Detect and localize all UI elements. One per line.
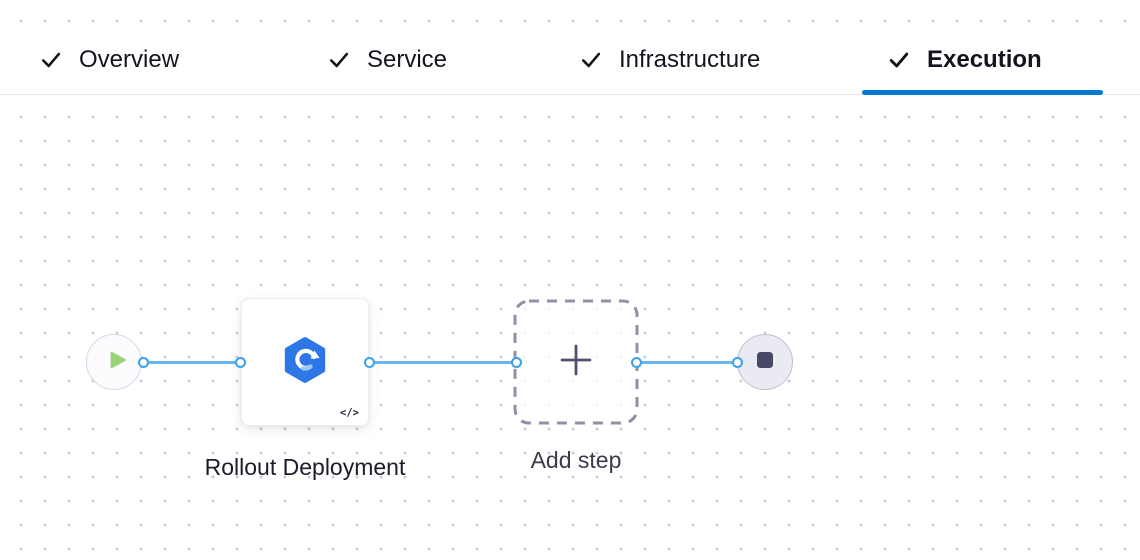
step-node-label: Rollout Deployment: [204, 454, 406, 480]
step-node-out-port[interactable]: [363, 356, 375, 368]
add-step-out-port[interactable]: [630, 356, 642, 368]
stage-tab-bar: Overview Service Infrastructure Executio…: [0, 26, 1140, 95]
active-tab-indicator: [862, 90, 1103, 95]
edge-connector: [143, 360, 240, 364]
check-icon: [40, 49, 62, 71]
tab-overview[interactable]: Overview: [40, 26, 179, 94]
check-icon: [328, 49, 350, 71]
tab-service[interactable]: Service: [328, 26, 447, 94]
tab-label: Execution: [927, 46, 1042, 73]
tab-label: Service: [367, 46, 448, 73]
end-node: [737, 334, 793, 390]
start-node-out-port[interactable]: [137, 356, 149, 368]
step-node-in-port[interactable]: [234, 356, 246, 368]
tab-label: Overview: [79, 46, 180, 73]
edge-connector: [369, 360, 516, 364]
edge-connector: [636, 360, 737, 364]
stop-icon: [756, 351, 774, 374]
step-node-rollout-deployment[interactable]: </>: [241, 298, 369, 426]
start-node: [86, 334, 142, 390]
end-node-in-port[interactable]: [731, 356, 743, 368]
play-icon: [99, 347, 129, 378]
code-icon[interactable]: </>: [340, 407, 359, 419]
check-icon: [580, 49, 602, 71]
check-icon: [888, 49, 910, 71]
tab-label: Infrastructure: [619, 46, 761, 73]
tab-execution[interactable]: Execution: [888, 26, 1042, 94]
k8s-rollout-deployment-icon: [281, 336, 329, 389]
add-step-button[interactable]: [513, 299, 639, 425]
plus-icon: [555, 339, 597, 386]
add-step-label: Add step: [530, 447, 622, 473]
add-step-in-port[interactable]: [510, 356, 522, 368]
tab-infrastructure[interactable]: Infrastructure: [580, 26, 760, 94]
